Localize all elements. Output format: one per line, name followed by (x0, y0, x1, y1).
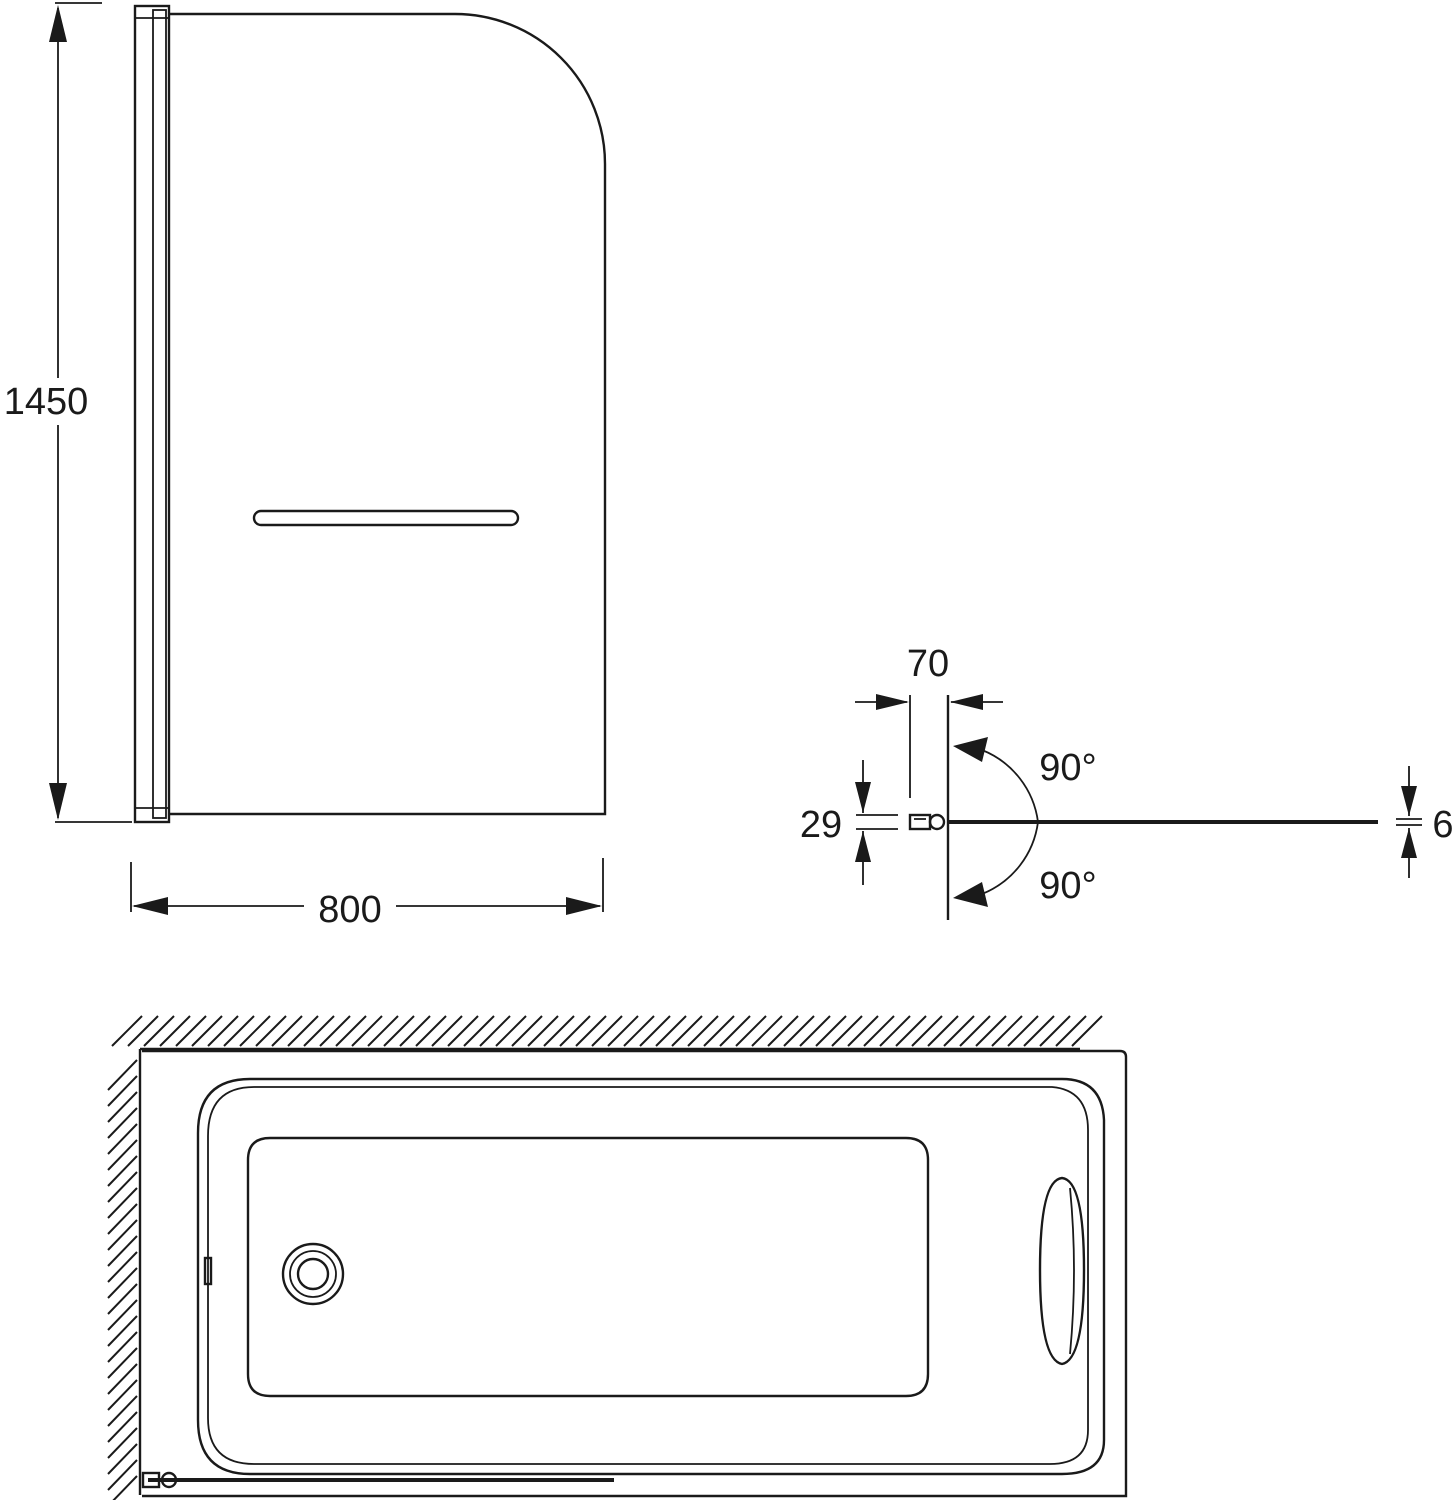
plan-detail: 70 29 6 90° 90° (800, 643, 1454, 920)
dim-profile-thickness-label: 29 (800, 804, 842, 846)
overflow (203, 1256, 213, 1286)
bathtub-plan (107, 1015, 1128, 1500)
dim-height-label: 1450 (4, 381, 89, 423)
swing-arc-bottom (981, 821, 1039, 895)
angle-top-label: 90° (1039, 747, 1096, 789)
wall-profile (133, 4, 171, 824)
wall-hatching-left (107, 1059, 138, 1500)
swing-arc-top (981, 749, 1039, 823)
glass-panel (169, 12, 607, 816)
front-elevation (133, 4, 607, 824)
hinge-pivot (928, 813, 946, 831)
tub-rim (196, 1077, 1106, 1476)
wall-hatching-top (111, 1015, 1103, 1047)
wall-profile-inner (152, 9, 167, 819)
tub-outer (142, 1049, 1128, 1498)
towel-rail (252, 509, 520, 527)
screen-plan-hinge (160, 1471, 178, 1489)
headrest (1038, 1176, 1086, 1366)
drain-outer (281, 1242, 345, 1306)
tub-rim-inner (207, 1086, 1089, 1465)
drain-middle (289, 1250, 337, 1298)
dim-width-label: 800 (318, 889, 381, 931)
tub-basin (246, 1136, 930, 1398)
dim-glass-thickness-label: 6 (1432, 804, 1453, 846)
angle-bottom-label: 90° (1039, 865, 1096, 907)
drain-inner (296, 1257, 330, 1291)
screen-plan-profile (141, 1471, 161, 1489)
width-dimension: 800 (130, 858, 604, 931)
profile-section (908, 813, 932, 831)
dim-profile-depth-label: 70 (907, 643, 949, 685)
height-dimension: 1450 (4, 2, 132, 823)
